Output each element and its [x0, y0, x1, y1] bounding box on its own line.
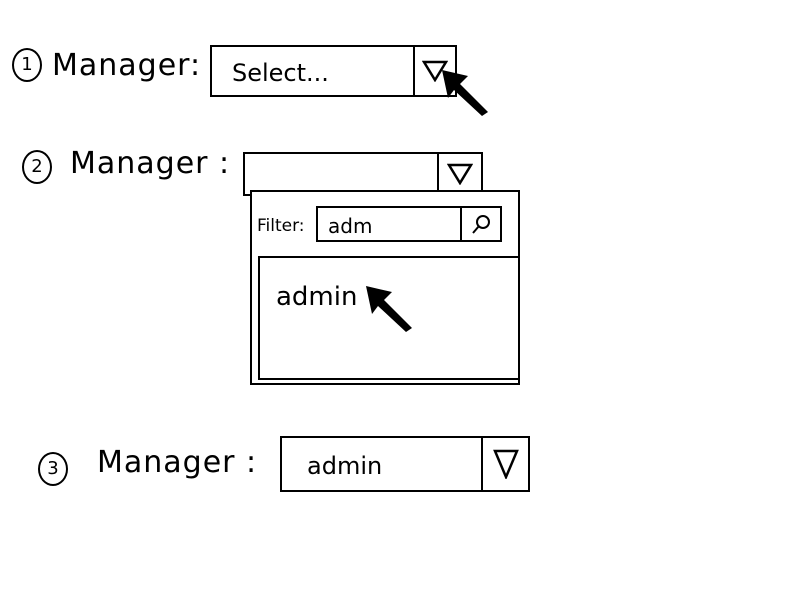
dropdown-value: admin: [307, 452, 383, 480]
triangle-down-icon: [422, 60, 448, 82]
triangle-down-icon: [492, 449, 519, 479]
manager-dropdown-selected[interactable]: admin: [280, 436, 530, 492]
step-number-3: 3: [38, 452, 68, 486]
option-admin[interactable]: admin: [276, 282, 358, 312]
cursor-arrow-icon: [366, 286, 412, 332]
filter-label: Filter:: [257, 216, 305, 236]
triangle-down-icon: [447, 163, 473, 185]
dropdown-popup: Filter: adm admin: [250, 190, 520, 385]
manager-label: Manager :: [97, 445, 258, 480]
dropdown-value: Select...: [232, 59, 329, 87]
step-number-1: 1: [12, 48, 42, 82]
dropdown-button[interactable]: [413, 47, 455, 95]
filter-input[interactable]: adm: [316, 206, 502, 242]
search-button[interactable]: [460, 208, 500, 240]
cursor-arrow-icon: [442, 70, 488, 116]
step-number-2: 2: [22, 150, 52, 184]
dropdown-button[interactable]: [481, 438, 528, 490]
search-icon: [472, 215, 490, 234]
manager-dropdown-closed[interactable]: Select...: [210, 45, 457, 97]
filter-input-value: adm: [328, 214, 373, 238]
manager-label: Manager :: [70, 146, 231, 181]
manager-label: Manager:: [52, 48, 202, 83]
dropdown-button[interactable]: [437, 154, 481, 194]
options-list: admin: [258, 256, 520, 380]
